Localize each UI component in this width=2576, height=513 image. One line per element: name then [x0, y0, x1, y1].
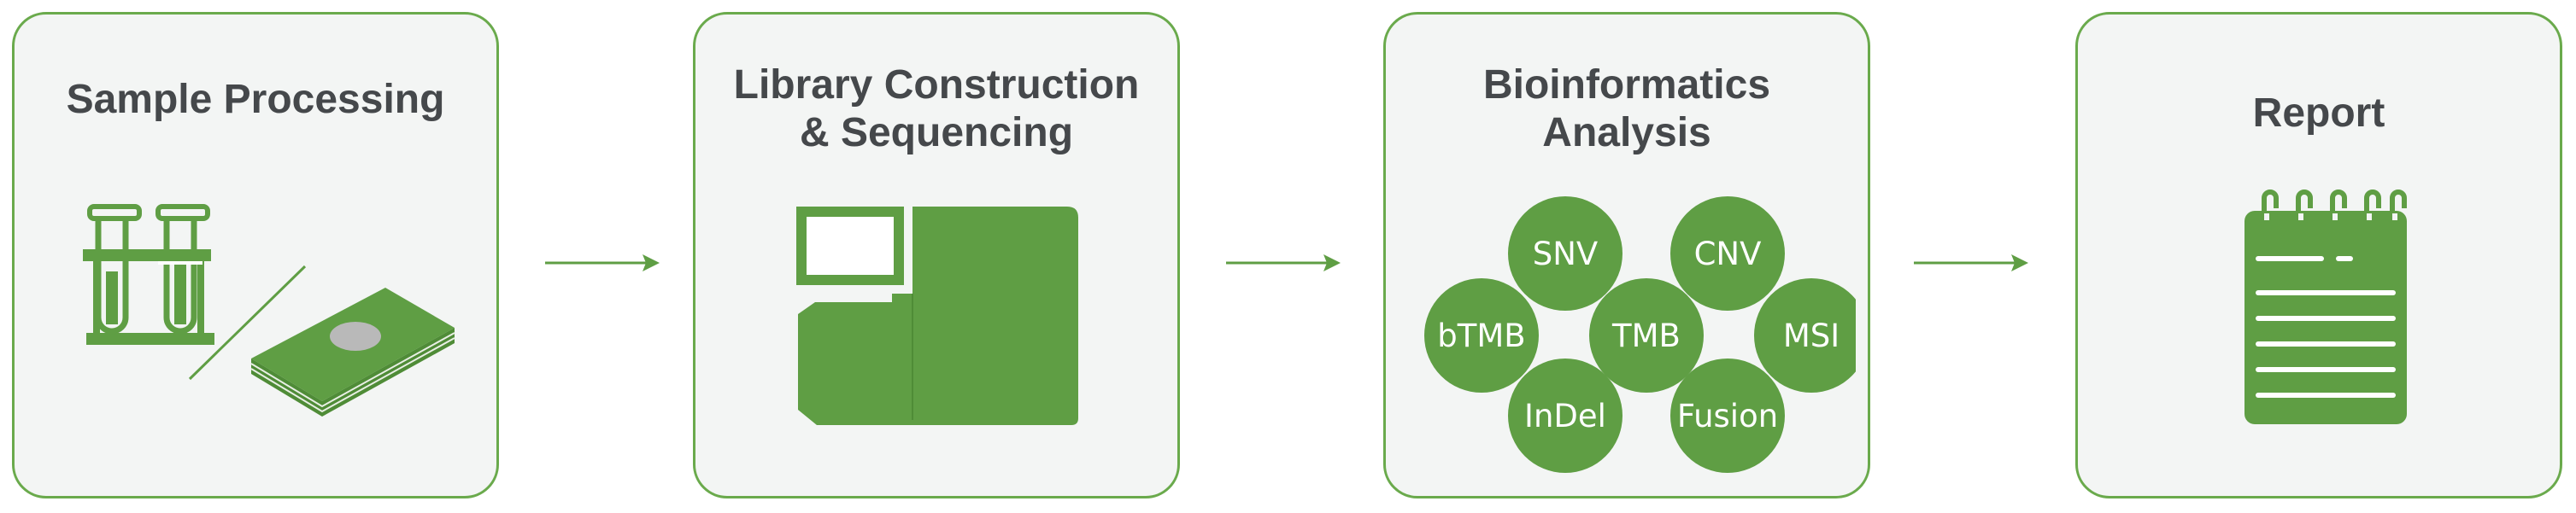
step-title-line: Bioinformatics [1482, 62, 1771, 108]
analysis-item-msi: MSI [1754, 278, 1856, 393]
step-title-line: Sample Processing [66, 77, 445, 122]
analysis-item-snv: SNV [1508, 196, 1622, 311]
analysis-item-label: Fusion [1677, 398, 1778, 434]
arrow-right-icon [545, 254, 660, 271]
step-card-report: Report [2075, 12, 2562, 498]
analysis-item-cnv: CNV [1670, 196, 1785, 311]
sequencer-icon [796, 207, 1078, 425]
analysis-item-label: SNV [1533, 236, 1598, 272]
step-title: Report [2078, 90, 2560, 137]
analysis-item-fusion: Fusion [1670, 359, 1785, 473]
arrow-right-icon [1914, 254, 2028, 271]
arrow-right-icon [1226, 254, 1341, 271]
test-tubes-icon [83, 204, 214, 345]
step-title-line: Analysis [1542, 110, 1711, 155]
analysis-item-label: TMB [1611, 318, 1681, 354]
step-card-bioinformatics: Bioinformatics Analysis SNV CNV bTMB TMB… [1383, 12, 1870, 498]
step-title: Bioinformatics Analysis [1386, 61, 1868, 157]
analysis-item-label: InDel [1524, 398, 1606, 434]
analysis-item-btmb: bTMB [1424, 278, 1539, 393]
step-title-line: Library Construction [733, 62, 1140, 108]
analysis-item-label: CNV [1694, 236, 1762, 272]
step-title: Sample Processing [15, 76, 496, 124]
analysis-item-tmb: TMB [1589, 278, 1704, 393]
report-notepad-icon [2244, 189, 2407, 424]
analysis-item-indel: InDel [1508, 359, 1622, 473]
step-title-line: Report [2252, 90, 2385, 136]
step-card-library-sequencing: Library Construction & Sequencing [693, 12, 1180, 498]
analysis-bubble-cluster: SNV CNV bTMB TMB MSI InDel Fusion [1424, 196, 1856, 473]
step-title: Library Construction & Sequencing [695, 61, 1177, 157]
analysis-item-label: bTMB [1437, 318, 1525, 354]
analysis-item-label: MSI [1783, 318, 1840, 354]
tissue-slide-icon [188, 265, 455, 417]
step-title-line: & Sequencing [799, 110, 1074, 155]
step-card-sample-processing: Sample Processing [12, 12, 499, 498]
